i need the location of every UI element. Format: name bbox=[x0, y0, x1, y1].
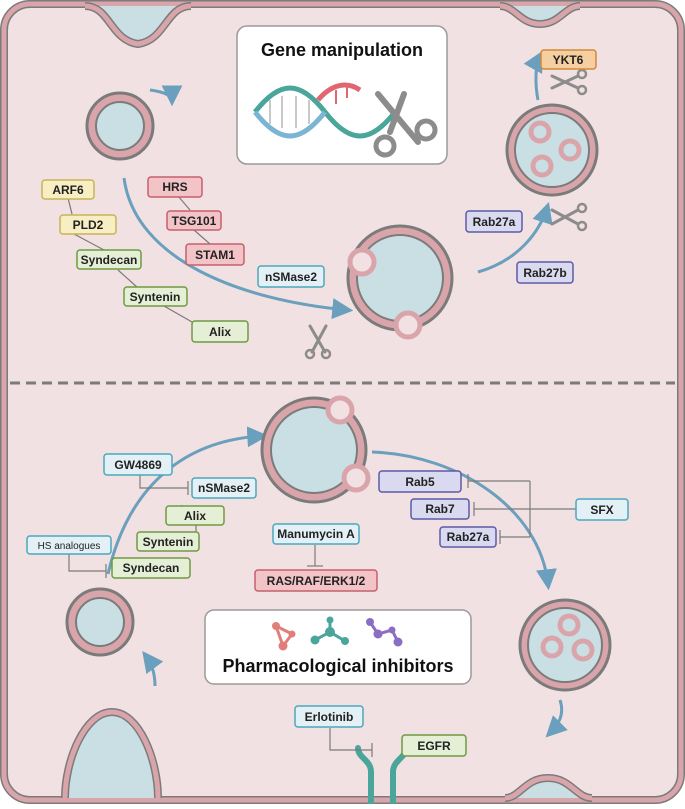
label-rab27b: Rab27b bbox=[516, 261, 574, 284]
mvb-forming-bottom bbox=[260, 395, 371, 504]
svg-text:Rab27a: Rab27a bbox=[473, 215, 516, 229]
label-egfr: EGFR bbox=[401, 734, 467, 757]
label-manumycin: Manumycin A bbox=[272, 523, 360, 545]
label-hs-analogues: HS analogues bbox=[26, 535, 112, 555]
endocytosis-pit-bottom bbox=[61, 707, 162, 799]
early-endosome-bottom bbox=[65, 587, 135, 657]
arrow-exocytosis-bottom bbox=[545, 699, 568, 738]
label-rab7: Rab7 bbox=[410, 498, 470, 520]
svg-text:Syndecan: Syndecan bbox=[123, 561, 180, 575]
label-ras-raf-erk: RAS/RAF/ERK1/2 bbox=[254, 569, 378, 592]
label-tsg101: TSG101 bbox=[166, 210, 222, 231]
svg-text:Rab27b: Rab27b bbox=[523, 266, 566, 280]
svg-text:Alix: Alix bbox=[184, 509, 206, 523]
label-erlotinib: Erlotinib bbox=[294, 705, 364, 728]
svg-text:Syndecan: Syndecan bbox=[81, 253, 138, 267]
svg-text:nSMase2: nSMase2 bbox=[265, 270, 317, 284]
svg-text:EGFR: EGFR bbox=[417, 739, 451, 753]
label-rab27a-top: Rab27a bbox=[465, 210, 523, 233]
svg-text:HS analogues: HS analogues bbox=[38, 541, 101, 552]
svg-text:TSG101: TSG101 bbox=[172, 214, 217, 228]
label-nsmase2-top: nSMase2 bbox=[257, 265, 325, 288]
label-syndecan-top: Syndecan bbox=[76, 249, 142, 270]
pharmacological-inhibitors-box: Pharmacological inhibitors bbox=[204, 609, 472, 685]
label-syndecan-bottom: Syndecan bbox=[111, 557, 191, 579]
label-syntenin-bottom: Syntenin bbox=[136, 531, 200, 552]
pharmacological-inhibitors-title: Pharmacological inhibitors bbox=[222, 656, 453, 676]
arrow-mvb-maturation-bottom bbox=[371, 450, 557, 591]
svg-text:Rab5: Rab5 bbox=[405, 475, 435, 489]
label-stam1: STAM1 bbox=[185, 243, 245, 266]
mvb-mature-top bbox=[505, 103, 599, 197]
label-ykt6: YKT6 bbox=[540, 49, 597, 70]
svg-text:Manumycin A: Manumycin A bbox=[277, 527, 355, 541]
svg-text:ARF6: ARF6 bbox=[52, 183, 84, 197]
arrow-mvb-maturation-top bbox=[477, 201, 553, 274]
scissors-icon-rab bbox=[550, 202, 588, 232]
early-endosome-top bbox=[85, 91, 155, 161]
exocytosis-pit-bottom bbox=[504, 773, 593, 802]
svg-text:RAS/RAF/ERK1/2: RAS/RAF/ERK1/2 bbox=[267, 574, 366, 588]
svg-text:PLD2: PLD2 bbox=[73, 218, 104, 232]
label-alix-bottom: Alix bbox=[165, 505, 225, 526]
scissors-icon-mvb bbox=[304, 324, 332, 360]
svg-text:Syntenin: Syntenin bbox=[130, 290, 181, 304]
label-pld2: PLD2 bbox=[59, 214, 117, 235]
svg-text:GW4869: GW4869 bbox=[114, 458, 162, 472]
label-rab5: Rab5 bbox=[378, 470, 462, 493]
label-alix-top: Alix bbox=[191, 320, 249, 343]
molecule-icon-red bbox=[272, 622, 296, 651]
gene-manipulation-title: Gene manipulation bbox=[261, 40, 423, 60]
label-syntenin-top: Syntenin bbox=[123, 286, 188, 307]
mvb-mature-bottom bbox=[518, 598, 612, 692]
label-sfx: SFX bbox=[575, 498, 629, 521]
dna-icon bbox=[253, 82, 397, 139]
svg-text:Rab27a: Rab27a bbox=[447, 530, 490, 544]
label-hrs: HRS bbox=[147, 176, 203, 198]
endocytosis-pit-top bbox=[84, 2, 192, 49]
exocytosis-pit-top bbox=[499, 2, 581, 29]
svg-text:STAM1: STAM1 bbox=[195, 248, 235, 262]
svg-text:HRS: HRS bbox=[162, 180, 187, 194]
arrow-exocytosis-top bbox=[523, 50, 544, 101]
svg-text:YKT6: YKT6 bbox=[553, 53, 584, 67]
svg-text:SFX: SFX bbox=[590, 503, 613, 517]
mvb-forming-top bbox=[346, 224, 454, 340]
svg-text:nSMase2: nSMase2 bbox=[198, 481, 250, 495]
scissors-icon-ykt6 bbox=[550, 68, 588, 96]
scissors-icon bbox=[373, 91, 438, 158]
arrow-endocytosis-bottom bbox=[142, 650, 164, 687]
molecule-icon-purple bbox=[366, 618, 403, 647]
arrow-to-mvb-top bbox=[122, 177, 354, 320]
connectors-top bbox=[67, 195, 211, 323]
svg-text:Syntenin: Syntenin bbox=[143, 535, 194, 549]
arrow-endocytosis-top bbox=[149, 85, 183, 107]
label-arf6: ARF6 bbox=[41, 179, 95, 200]
molecule-icon-green bbox=[310, 616, 349, 645]
svg-text:Erlotinib: Erlotinib bbox=[305, 710, 354, 724]
label-rab27a-bottom: Rab27a bbox=[439, 526, 497, 548]
svg-text:Rab7: Rab7 bbox=[425, 502, 455, 516]
label-gw4869: GW4869 bbox=[103, 453, 173, 476]
svg-text:Alix: Alix bbox=[209, 325, 231, 339]
label-nsmase2-bottom: nSMase2 bbox=[191, 477, 257, 499]
gene-manipulation-box: Gene manipulation bbox=[236, 25, 448, 165]
